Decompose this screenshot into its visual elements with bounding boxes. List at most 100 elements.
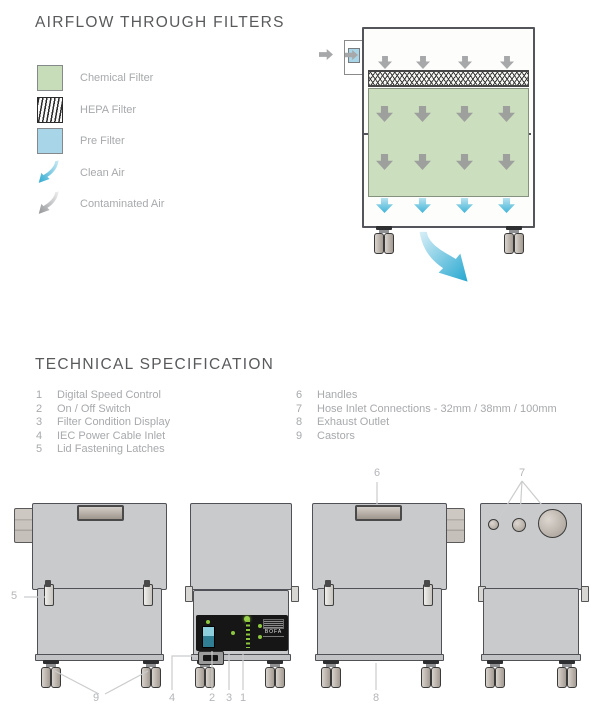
lid-seam-left — [362, 133, 370, 135]
callout-6: 6 — [373, 467, 381, 479]
caster-wheel — [495, 667, 505, 688]
legend-item-contaminated-air: Contaminated Air — [37, 190, 164, 217]
caster — [264, 660, 286, 688]
spec-item-label: IEC Power Cable Inlet — [57, 429, 166, 442]
legend-label: Contaminated Air — [80, 197, 165, 210]
legend-item-chemical: Chemical Filter — [37, 64, 153, 91]
caster-wheel — [557, 667, 567, 688]
caster-wheel — [384, 233, 394, 254]
caster — [503, 226, 525, 254]
caster-wheel — [374, 233, 384, 254]
callout-1: 1 — [239, 692, 247, 704]
spec-title: TECHNICAL SPECIFICATION — [35, 356, 275, 373]
spec-item-label: Filter Condition Display — [57, 416, 171, 428]
spec-item-number: 4 — [36, 429, 43, 442]
machine-body — [483, 588, 579, 656]
spec-item-number: 5 — [36, 443, 43, 455]
spec-item-label: Lid Fastening Latches — [57, 443, 165, 455]
contaminated-air-inlet-arrow-icon — [319, 49, 333, 60]
speed-display-led — [244, 616, 250, 622]
caster-wheel — [205, 667, 215, 688]
filter-condition-led — [231, 631, 235, 635]
callout-5: 5 — [10, 590, 18, 602]
callout-4: 4 — [168, 692, 176, 704]
hose-inlet-spigot — [446, 508, 465, 543]
caster — [420, 660, 442, 688]
callout-3: 3 — [225, 692, 233, 704]
legend-label: Chemical Filter — [80, 71, 154, 84]
caster-wheel — [504, 233, 514, 254]
hepa-filter-layer — [368, 70, 529, 87]
status-led — [258, 624, 262, 628]
caster — [373, 226, 395, 254]
spec-item-number: 2 — [36, 402, 43, 415]
hepa-filter-swatch — [37, 96, 63, 123]
lid-latch — [143, 580, 153, 606]
caster-wheel — [151, 667, 161, 688]
lid-latch — [324, 580, 334, 606]
legend-item-clean-air: Clean Air — [37, 159, 125, 186]
caster-wheel — [265, 667, 275, 688]
callout-9: 9 — [92, 692, 100, 704]
logo-text: BOFA — [264, 629, 283, 635]
hose-inlet-spigot — [14, 508, 33, 543]
spec-item-number: 9 — [296, 429, 303, 442]
spec-item-label: Digital Speed Control — [57, 389, 161, 401]
legend-label: Clean Air — [80, 166, 125, 179]
airflow-title: AIRFLOW THROUGH FILTERS — [35, 14, 285, 31]
machine-base — [481, 654, 581, 661]
hose-inlet-32mm — [488, 519, 499, 530]
spec-item-number: 8 — [296, 416, 303, 428]
hose-inlet-38mm — [512, 518, 526, 532]
legend-item-pre: Pre Filter — [37, 127, 125, 154]
caster-wheel — [275, 667, 285, 688]
caster-wheel — [141, 667, 151, 688]
on-off-switch — [202, 626, 215, 648]
caster-wheel — [331, 667, 341, 688]
hose-inlet-100mm — [538, 509, 567, 538]
legend-label: HEPA Filter — [80, 103, 137, 116]
control-panel: BOFA — [196, 615, 288, 651]
callout-2: 2 — [208, 692, 216, 704]
caster — [140, 660, 162, 688]
status-led — [258, 635, 262, 639]
spec-item-label: Castors — [317, 429, 355, 442]
lid-handle — [355, 505, 402, 521]
caster-wheel — [431, 667, 441, 688]
clean-air-arrow-icon — [38, 160, 59, 183]
logo-tagline — [263, 636, 284, 637]
spec-item-label: Hose Inlet Connections - 32mm / 38mm / 1… — [317, 402, 557, 415]
lid-latch — [44, 580, 54, 606]
spec-item-number: 1 — [36, 389, 43, 401]
machine-rear-top — [480, 503, 582, 590]
caster — [484, 660, 506, 688]
caster — [40, 660, 62, 688]
chemical-filter-swatch — [37, 64, 63, 91]
airflow-through-prefilter-arrow-icon — [345, 50, 358, 60]
iec-power-inlet — [198, 651, 224, 665]
clean-air-exit-arrow-icon — [419, 231, 468, 282]
logo-stripes — [263, 619, 284, 629]
brand-logo: BOFA — [263, 619, 284, 638]
lid-handle — [77, 505, 124, 521]
machine-views: BOFA — [0, 460, 600, 707]
caster-wheel — [485, 667, 495, 688]
pre-filter-swatch — [37, 127, 63, 154]
contaminated-air-arrow-icon — [38, 191, 59, 214]
caster — [556, 660, 578, 688]
caster-wheel — [421, 667, 431, 688]
lid-latch-hook — [581, 586, 589, 602]
digital-speed-control — [246, 620, 250, 648]
caster-wheel — [321, 667, 331, 688]
caster-wheel — [195, 667, 205, 688]
caster — [320, 660, 342, 688]
caster-wheel — [51, 667, 61, 688]
caster-wheel — [41, 667, 51, 688]
caster-wheel — [567, 667, 577, 688]
lid-latch — [423, 580, 433, 606]
spec-item-label: Exhaust Outlet — [317, 416, 390, 428]
lid-latch-hook — [185, 586, 193, 602]
spec-item-number: 6 — [296, 389, 303, 401]
machine-base — [315, 654, 444, 661]
